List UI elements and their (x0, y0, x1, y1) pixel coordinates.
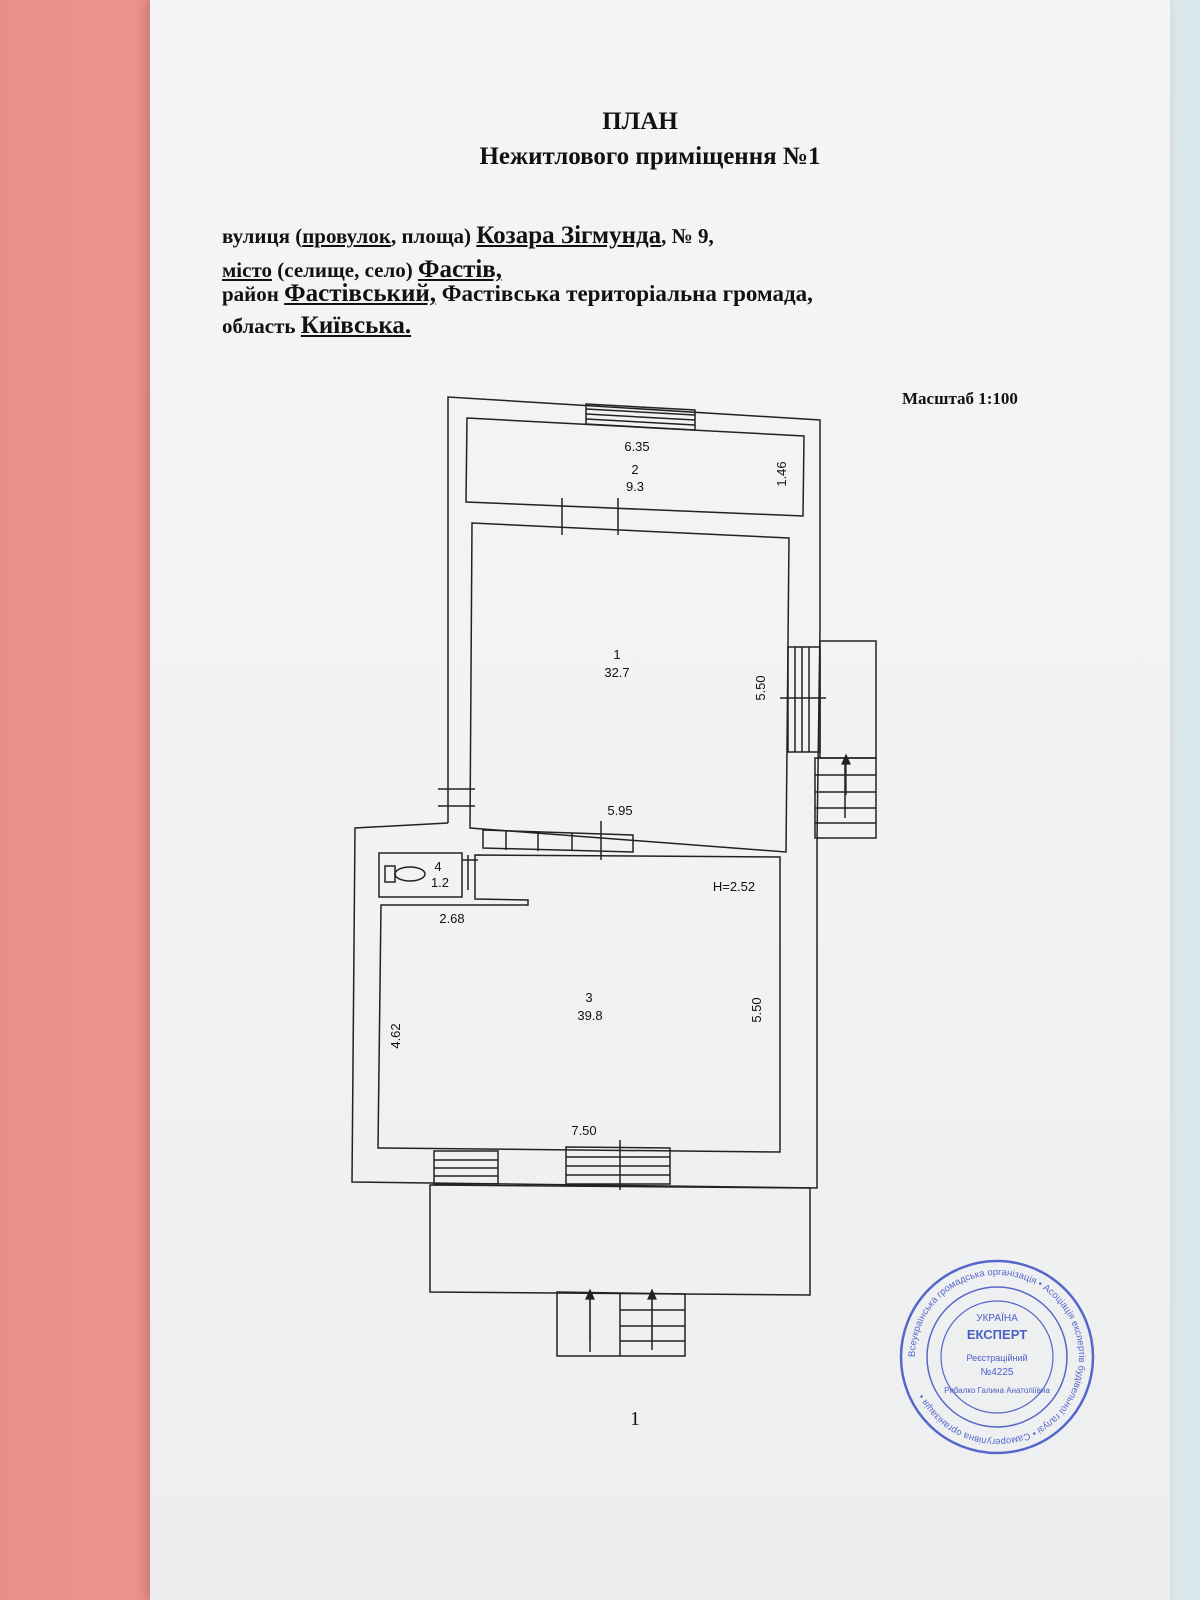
room-4-area: 1.2 (431, 875, 449, 890)
room-3-height-right: 5.50 (749, 997, 764, 1022)
stamp-reg-label: Реєстраційний (966, 1353, 1027, 1363)
stamp-title: ЕКСПЕРТ (967, 1327, 1027, 1342)
document-subtitle: Нежитлового приміщення №1 (479, 143, 821, 170)
room-1-number: 1 (613, 647, 620, 662)
scale-label: Масштаб 1:100 (902, 389, 1018, 408)
room-3-area: 39.8 (577, 1008, 602, 1023)
stamp-holder: Рибалко Галина Анатоліївна (944, 1386, 1050, 1395)
room-1-width: 5.95 (607, 803, 632, 818)
stamp-reg-number: №4225 (981, 1367, 1014, 1378)
expert-stamp: Всеукраїнська громадська організація • А… (899, 1259, 1095, 1455)
room-1-height: 5.50 (753, 675, 768, 700)
address-district-line: район Фастівський, Фастівська територіал… (222, 280, 813, 307)
room-3-number: 3 (585, 990, 592, 1005)
address-street-line: вулиця (провулок, площа) Козара Зігмунда… (222, 222, 714, 249)
room-2-area: 9.3 (626, 479, 644, 494)
room-2-height: 1.46 (774, 461, 789, 486)
address-region-line: область Київська. (222, 312, 412, 339)
document-page (150, 0, 1170, 1600)
room-3-height-left: 4.62 (388, 1023, 403, 1048)
page-number: 1 (630, 1408, 640, 1430)
address-city-line: місто (селище, село) Фастів, (222, 256, 503, 283)
street-name: Козара Зігмунда (476, 222, 662, 249)
room-3-ceiling: H=2.52 (713, 879, 755, 894)
city-name: Фастів, (418, 256, 503, 283)
room-2-width: 6.35 (624, 439, 649, 454)
room-4-number: 4 (434, 859, 441, 874)
room-3-width: 7.50 (571, 1123, 596, 1138)
region-name: Київська. (300, 312, 412, 339)
room-3-extra-dim: 2.68 (439, 911, 464, 926)
room-2-number: 2 (631, 462, 638, 477)
room-1-area: 32.7 (604, 665, 629, 680)
district-name: Фастівський, (284, 280, 437, 307)
document-title: ПЛАН (602, 108, 678, 135)
stamp-country: УКРАЇНА (976, 1312, 1018, 1324)
